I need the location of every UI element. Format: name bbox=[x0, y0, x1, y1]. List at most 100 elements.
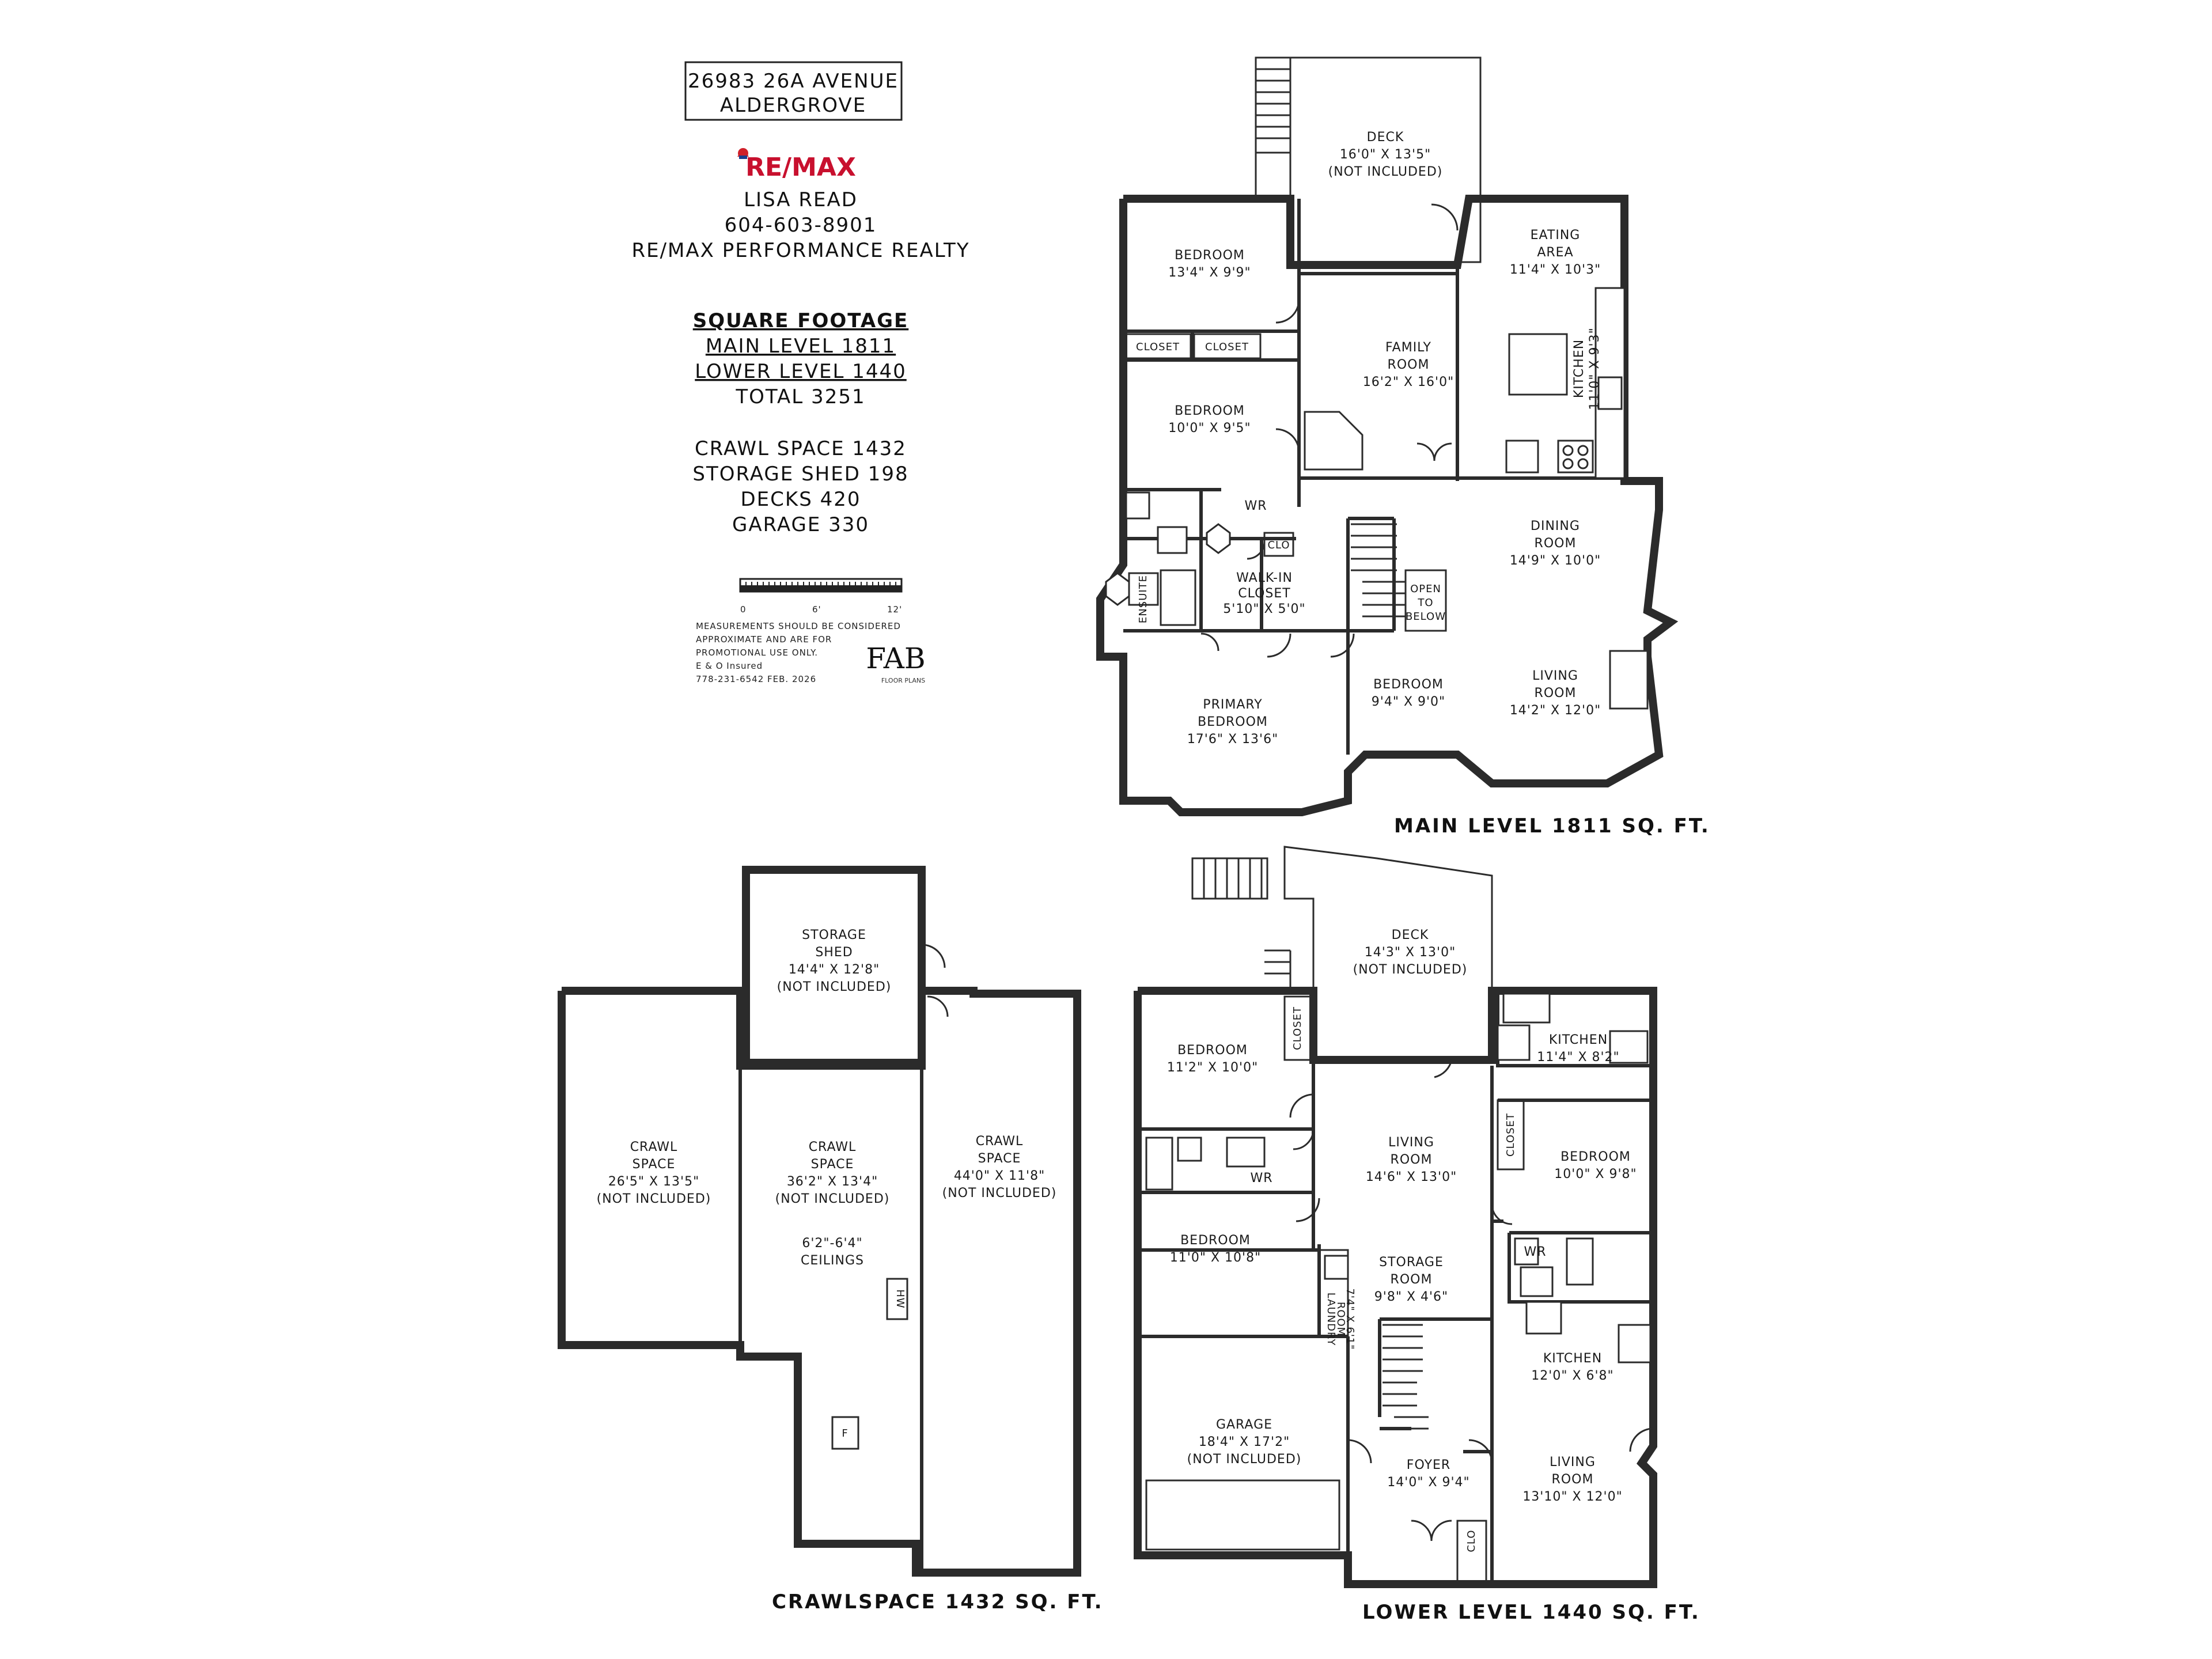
closet-b-label: CLOSET bbox=[1205, 341, 1249, 353]
hw-label: HW bbox=[894, 1289, 906, 1308]
deck-lower-dim: 14'3" X 13'0" bbox=[1365, 945, 1456, 960]
scale-bar bbox=[739, 578, 903, 593]
living-room-main-label-2: ROOM bbox=[1535, 686, 1577, 700]
lower-deck-outline bbox=[1283, 846, 1493, 991]
garage-note: (NOT INCLUDED) bbox=[1187, 1452, 1302, 1467]
bath-toilet bbox=[1125, 491, 1150, 520]
crawl-2-label: CRAWL bbox=[809, 1140, 857, 1154]
wr-main-label: WR bbox=[1244, 499, 1267, 513]
main-level-plan: DECK 16'0" X 13'5" (NOT INCLUDED) EATING… bbox=[1096, 56, 1710, 838]
storage-shed-note: (NOT INCLUDED) bbox=[777, 980, 892, 994]
sqft-main-level: MAIN LEVEL 1811 bbox=[706, 335, 896, 358]
walk-in-closet-dim: 5'10" X 5'0" bbox=[1223, 602, 1305, 616]
main-stairs bbox=[1351, 523, 1406, 618]
walk-in-closet-label-2: CLOSET bbox=[1238, 586, 1290, 601]
crawl-ceiling-height: 6'2"-6'4" bbox=[802, 1236, 862, 1251]
bedroom-3-dim: 9'4" X 9'0" bbox=[1372, 695, 1445, 709]
lower-bedroom-a-dim: 11'2" X 10'0" bbox=[1167, 1060, 1258, 1075]
main-exterior-wall bbox=[1096, 195, 1679, 816]
scale-label-6: 6' bbox=[812, 604, 821, 615]
kitchen-island bbox=[1508, 333, 1568, 396]
lower-level-title: LOWER LEVEL 1440 SQ. FT. bbox=[1362, 1601, 1700, 1624]
lower-living-a-label-2: ROOM bbox=[1391, 1153, 1433, 1167]
crawl-3-dim: 44'0" X 11'8" bbox=[954, 1169, 1045, 1183]
fab-logo: FAB FLOOR PLANS bbox=[866, 642, 925, 684]
laundry-sink bbox=[1324, 1255, 1349, 1280]
storage-room-label: STORAGE bbox=[1379, 1255, 1444, 1270]
lower-stairs bbox=[1382, 1324, 1429, 1430]
lower-tub bbox=[1145, 1137, 1173, 1191]
family-room-label-2: ROOM bbox=[1388, 358, 1430, 372]
crawl-1-label-2: SPACE bbox=[632, 1157, 676, 1172]
lower-closet-a-box bbox=[1283, 995, 1312, 1061]
eating-area-label: EATING bbox=[1531, 228, 1581, 243]
info-block: 26983 26A AVENUE ALDERGROVE RE/MAX LISA … bbox=[631, 61, 969, 684]
ensuite-shower-corner bbox=[1105, 572, 1130, 606]
storage-shed-dim: 14'4" X 12'8" bbox=[789, 963, 880, 977]
garage-label: GARAGE bbox=[1216, 1418, 1272, 1432]
ensuite-tub bbox=[1157, 526, 1188, 554]
fab-logo-subtext: FLOOR PLANS bbox=[881, 677, 925, 684]
lower-exterior-wall bbox=[1134, 987, 1657, 1588]
lower-level-plan: DECK 14'3" X 13'0" (NOT INCLUDED) BEDROO… bbox=[1134, 846, 1700, 1624]
crawl-3-note: (NOT INCLUDED) bbox=[942, 1186, 1057, 1200]
disclaimer-line-2: APPROXIMATE AND ARE FOR bbox=[696, 634, 832, 645]
agent-phone: 604-603-8901 bbox=[725, 214, 877, 237]
lower-closet-a-label: CLOSET bbox=[1291, 1006, 1304, 1050]
remax-logo: RE/MAX bbox=[737, 148, 856, 182]
clo-main-label: CLO bbox=[1267, 539, 1290, 551]
ensuite-shower bbox=[1160, 569, 1196, 626]
eating-area-dim: 11'4" X 10'3" bbox=[1510, 263, 1601, 277]
living-room-main-label: LIVING bbox=[1532, 669, 1578, 683]
lower-bedroom-a-label: BEDROOM bbox=[1177, 1043, 1248, 1058]
primary-bedroom-dim: 17'6" X 13'6" bbox=[1187, 732, 1278, 747]
lower-bedroom-c-label: BEDROOM bbox=[1180, 1233, 1251, 1248]
laundry-room-label: LAUNDRY bbox=[1325, 1293, 1337, 1346]
address-line-2: ALDERGROVE bbox=[720, 94, 866, 117]
storage-shed-label-2: SHED bbox=[815, 945, 853, 960]
primary-bedroom-label: PRIMARY bbox=[1203, 698, 1262, 712]
bedroom-3-label: BEDROOM bbox=[1373, 677, 1444, 692]
foyer-dim: 14'0" X 9'4" bbox=[1387, 1475, 1469, 1490]
shed-door bbox=[921, 944, 946, 968]
lower-living-a-dim: 14'6" X 13'0" bbox=[1366, 1170, 1457, 1184]
hot-water-tank bbox=[886, 1278, 908, 1320]
bedroom-2-dim: 10'0" X 9'5" bbox=[1168, 421, 1251, 435]
crawl-2-note: (NOT INCLUDED) bbox=[775, 1192, 890, 1206]
primary-bedroom-label-2: BEDROOM bbox=[1198, 715, 1268, 729]
crawl-2-dim: 36'2" X 13'4" bbox=[787, 1175, 878, 1189]
main-deck-stairs bbox=[1255, 56, 1291, 154]
closet-a-label: CLOSET bbox=[1136, 341, 1180, 353]
open-to-below-1: OPEN bbox=[1410, 583, 1441, 595]
lower-fridge-a bbox=[1609, 1030, 1649, 1064]
bedroom-2-label: BEDROOM bbox=[1175, 404, 1245, 418]
living-room-main-dim: 14'2" X 12'0" bbox=[1510, 703, 1601, 718]
deck-main-label: DECK bbox=[1367, 130, 1404, 145]
deck-lower-label: DECK bbox=[1392, 928, 1429, 942]
ensuite-label: ENSUITE bbox=[1137, 575, 1149, 623]
family-fireplace bbox=[1304, 411, 1363, 471]
laundry-room-dim: 7'4" X 6'1" bbox=[1344, 1288, 1356, 1350]
lower-bedroom-c-dim: 11'0" X 10'8" bbox=[1170, 1251, 1261, 1265]
sqft-total: TOTAL 3251 bbox=[735, 385, 865, 408]
kitchen-range bbox=[1557, 440, 1594, 474]
kitchen-main-label: KITCHEN bbox=[1572, 339, 1586, 398]
deck-main-dim: 16'0" X 13'5" bbox=[1340, 147, 1431, 162]
main-level-title: MAIN LEVEL 1811 SQ. FT. bbox=[1394, 815, 1710, 838]
clo-main-box bbox=[1263, 532, 1294, 557]
lower-bedroom-b-dim: 10'0" X 9'8" bbox=[1554, 1167, 1637, 1181]
crawl-exterior-wall bbox=[558, 987, 1081, 1577]
lower-tub-b bbox=[1566, 1237, 1594, 1286]
lower-toilet bbox=[1177, 1137, 1202, 1162]
lower-deck-stairs bbox=[1191, 857, 1268, 900]
lower-living-a-label: LIVING bbox=[1388, 1135, 1434, 1150]
scale-label-12: 12' bbox=[887, 604, 902, 615]
disclaimer-line-4: E & O Insured bbox=[696, 661, 763, 671]
lower-living-b-label-2: ROOM bbox=[1552, 1472, 1594, 1487]
lower-kitchen-a-label: KITCHEN bbox=[1549, 1033, 1608, 1047]
storage-room-label-2: ROOM bbox=[1391, 1272, 1433, 1287]
lower-closet-b-box bbox=[1497, 1099, 1525, 1171]
garage-dim: 18'4" X 17'2" bbox=[1199, 1435, 1290, 1449]
deck-lower-note: (NOT INCLUDED) bbox=[1353, 963, 1468, 977]
